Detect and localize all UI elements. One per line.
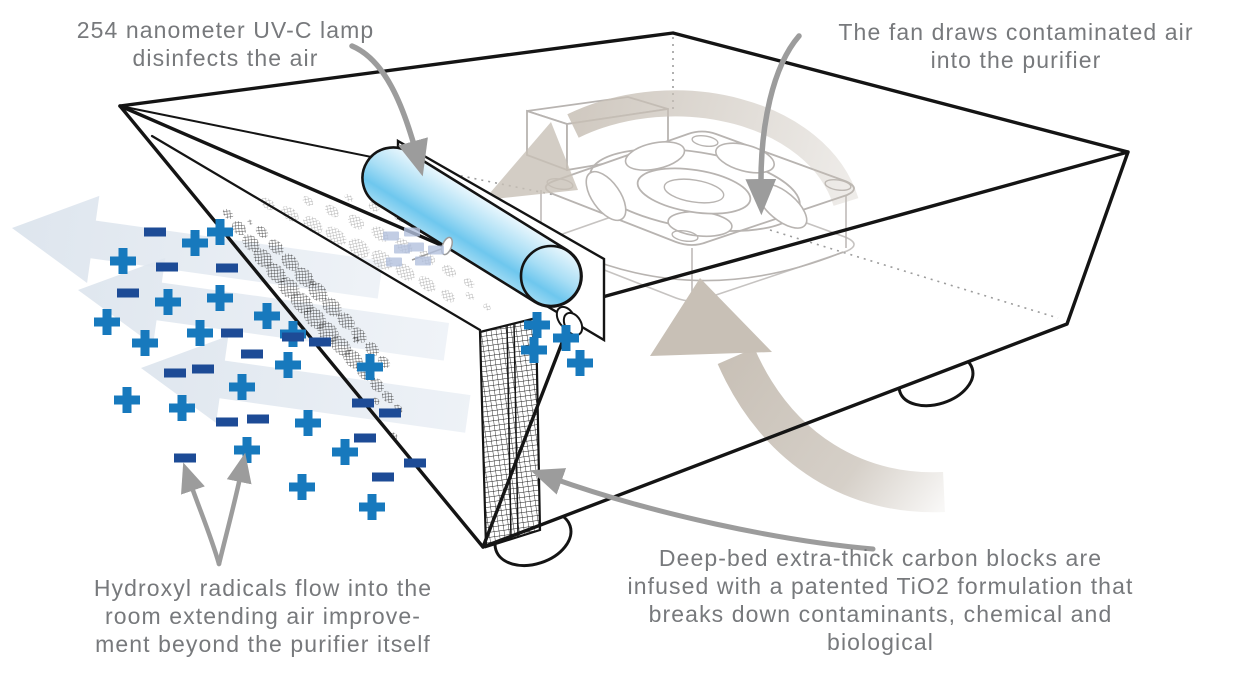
negative-ion	[192, 364, 214, 374]
faded-ion	[428, 245, 444, 255]
negative-ion	[372, 472, 394, 482]
negative-ion	[117, 288, 139, 298]
negative-ion	[216, 263, 238, 273]
negative-ion	[156, 262, 178, 272]
negative-ion	[247, 414, 269, 424]
label-uv-lamp: 254 nanometer UV-C lamp disinfects the a…	[76, 17, 375, 71]
label-hydroxyl: Hydroxyl radicals flow into the room ext…	[93, 575, 433, 657]
positive-ion	[359, 494, 385, 520]
panel-hole	[222, 208, 234, 220]
fan-illustration	[540, 130, 855, 302]
carbon-pointer-arrow	[530, 468, 876, 552]
panel-hole	[381, 390, 395, 404]
contaminated-air-intake-arrow	[650, 278, 945, 513]
panel-hole	[441, 264, 457, 278]
label-carbon: Deep-bed extra-thick carbon blocks are i…	[627, 545, 1134, 655]
negative-ion	[221, 328, 243, 338]
panel-hole	[302, 196, 314, 206]
carbon-filter-block	[478, 316, 542, 549]
panel-hole	[463, 278, 475, 288]
negative-ion	[282, 332, 304, 342]
panel-inner-edge	[150, 134, 482, 332]
uv-lamp-pointer-arrow	[349, 43, 428, 177]
rim-inner-edge	[119, 105, 397, 163]
panel-hole	[352, 336, 360, 344]
panel-hole	[348, 214, 364, 230]
positive-ion	[332, 439, 358, 465]
panel-hole	[308, 282, 328, 302]
panel-hole	[253, 248, 273, 268]
panel-hole	[324, 204, 340, 218]
negative-ion	[404, 458, 426, 468]
panel-hole	[337, 312, 355, 330]
negative-ion	[354, 433, 376, 443]
panel-hole	[348, 238, 370, 258]
faded-ion	[408, 242, 424, 252]
panel-hole	[344, 194, 354, 202]
negative-ion	[216, 417, 238, 427]
uv-lamp-illustration	[361, 146, 583, 308]
panel-hole	[322, 297, 342, 317]
panel-hole	[440, 289, 456, 303]
panel-hole	[395, 263, 415, 281]
panel-hole	[247, 219, 253, 225]
fan-pointer-arrow	[745, 33, 802, 216]
panel-hole	[364, 341, 380, 357]
faded-ion	[415, 256, 431, 266]
panel-hole	[294, 267, 314, 287]
negative-ion	[144, 227, 166, 237]
negative-ion	[174, 453, 196, 463]
panel-hole	[372, 397, 380, 405]
panel-hole	[268, 239, 284, 255]
panel-hole	[369, 377, 385, 393]
positive-ion	[295, 410, 321, 436]
hydroxyl-pointer-arrow	[181, 462, 222, 567]
negative-ion	[241, 349, 263, 359]
negative-ion	[164, 368, 186, 378]
faded-ion	[394, 244, 410, 254]
hydroxyl-pointer-arrow	[216, 452, 252, 567]
fan-intake-swirl-arrow	[484, 90, 859, 207]
positive-ion	[114, 387, 140, 413]
negative-ion	[379, 408, 401, 418]
panel-hole	[255, 225, 269, 239]
panel-hole	[231, 220, 247, 236]
panel-hole	[265, 262, 287, 284]
negative-ion	[309, 337, 331, 347]
panel-hole	[281, 206, 299, 222]
panel-hole	[483, 303, 491, 311]
faded-ion	[404, 227, 420, 237]
faded-ion	[386, 257, 402, 267]
positive-ion	[234, 437, 260, 463]
positive-ion	[289, 474, 315, 500]
panel-hole	[465, 292, 475, 300]
panel-hole	[418, 276, 436, 292]
faded-ion	[383, 231, 399, 241]
panel-hole	[281, 253, 299, 271]
label-fan: The fan draws contaminated air into the …	[838, 19, 1194, 73]
panel-hole	[242, 234, 260, 252]
negative-ion	[352, 398, 374, 408]
panel-hole	[309, 279, 317, 287]
pointer-arrows	[181, 33, 876, 567]
